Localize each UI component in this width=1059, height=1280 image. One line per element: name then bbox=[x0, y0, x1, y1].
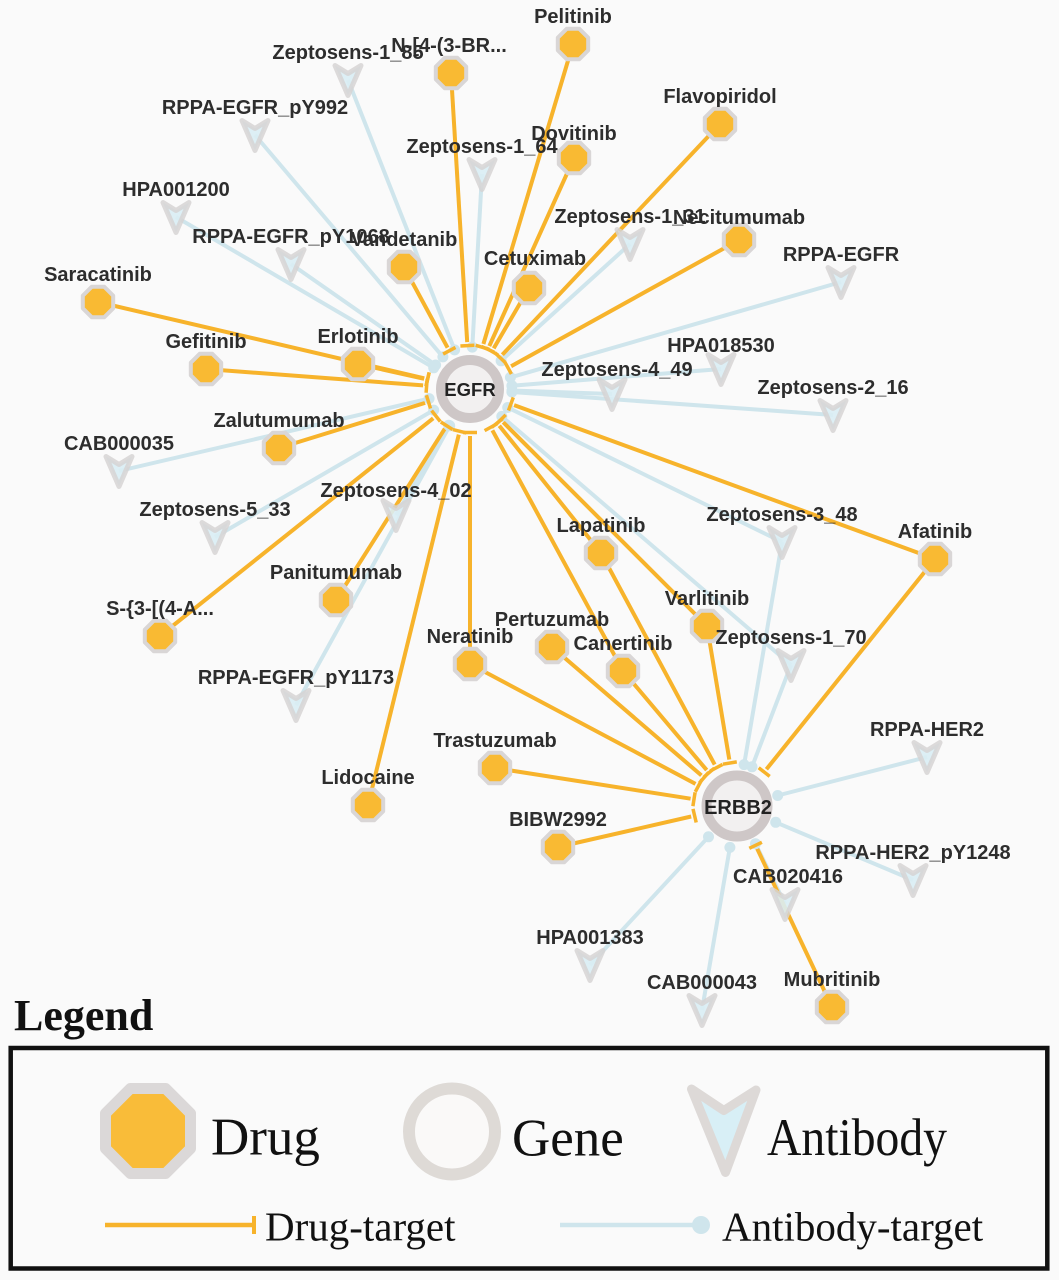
svg-text:RPPA-EGFR_pY1173: RPPA-EGFR_pY1173 bbox=[198, 667, 394, 689]
svg-text:Zeptosens-1_31: Zeptosens-1_31 bbox=[554, 206, 705, 228]
svg-text:Gene: Gene bbox=[512, 1110, 624, 1168]
svg-text:CAB000043: CAB000043 bbox=[647, 972, 757, 994]
svg-text:Trastuzumab: Trastuzumab bbox=[433, 730, 556, 752]
svg-text:Antibody: Antibody bbox=[767, 1109, 947, 1167]
svg-text:HPA018530: HPA018530 bbox=[667, 335, 774, 357]
svg-text:Zeptosens-5_33: Zeptosens-5_33 bbox=[139, 499, 290, 521]
svg-text:Saracatinib: Saracatinib bbox=[44, 264, 152, 286]
svg-text:Antibody-target: Antibody-target bbox=[722, 1204, 984, 1250]
svg-text:Pelitinib: Pelitinib bbox=[534, 6, 612, 28]
svg-text:Gefitinib: Gefitinib bbox=[165, 331, 246, 353]
svg-text:RPPA-EGFR: RPPA-EGFR bbox=[783, 244, 900, 266]
svg-text:Zeptosens-1_64: Zeptosens-1_64 bbox=[406, 136, 558, 158]
svg-text:Zeptosens-1_70: Zeptosens-1_70 bbox=[715, 627, 866, 649]
svg-text:Lapatinib: Lapatinib bbox=[557, 515, 646, 537]
svg-text:Mubritinib: Mubritinib bbox=[784, 969, 881, 991]
svg-text:Zeptosens-4_02: Zeptosens-4_02 bbox=[320, 480, 471, 502]
svg-text:Legend: Legend bbox=[14, 991, 153, 1040]
svg-text:N-[4-(3-BR...: N-[4-(3-BR... bbox=[391, 35, 507, 57]
svg-text:Drug: Drug bbox=[211, 1109, 320, 1167]
svg-text:Flavopiridol: Flavopiridol bbox=[663, 86, 776, 108]
svg-text:HPA001200: HPA001200 bbox=[122, 179, 229, 201]
svg-text:HPA001383: HPA001383 bbox=[536, 927, 643, 949]
svg-text:Pertuzumab: Pertuzumab bbox=[495, 609, 609, 631]
svg-text:Zeptosens-2_16: Zeptosens-2_16 bbox=[757, 377, 908, 399]
svg-text:S-{3-[(4-A...: S-{3-[(4-A... bbox=[106, 598, 214, 620]
svg-text:RPPA-HER2: RPPA-HER2 bbox=[870, 719, 984, 741]
svg-text:Canertinib: Canertinib bbox=[574, 633, 673, 655]
svg-text:Erlotinib: Erlotinib bbox=[317, 326, 398, 348]
svg-text:BIBW2992: BIBW2992 bbox=[509, 809, 607, 831]
svg-text:Varlitinib: Varlitinib bbox=[665, 588, 749, 610]
svg-text:Zalutumumab: Zalutumumab bbox=[213, 410, 344, 432]
svg-text:Cetuximab: Cetuximab bbox=[484, 248, 586, 270]
svg-text:RPPA-EGFR_pY1068: RPPA-EGFR_pY1068 bbox=[192, 226, 389, 248]
svg-text:Necitumumab: Necitumumab bbox=[673, 207, 805, 229]
svg-text:Dovitinib: Dovitinib bbox=[531, 123, 617, 145]
svg-text:EGFR: EGFR bbox=[444, 379, 495, 400]
svg-text:CAB020416: CAB020416 bbox=[733, 866, 843, 888]
svg-text:CAB000035: CAB000035 bbox=[64, 433, 174, 455]
svg-text:RPPA-EGFR_pY992: RPPA-EGFR_pY992 bbox=[162, 97, 348, 119]
svg-text:Zeptosens-1_85: Zeptosens-1_85 bbox=[272, 42, 423, 64]
svg-text:Zeptosens-4_49: Zeptosens-4_49 bbox=[541, 359, 692, 381]
svg-text:Neratinib: Neratinib bbox=[427, 626, 514, 648]
svg-text:Afatinib: Afatinib bbox=[898, 521, 972, 543]
svg-text:Zeptosens-3_48: Zeptosens-3_48 bbox=[706, 504, 857, 526]
svg-text:Vandetanib: Vandetanib bbox=[351, 229, 458, 251]
svg-text:RPPA-HER2_pY1248: RPPA-HER2_pY1248 bbox=[815, 842, 1010, 864]
svg-text:Drug-target: Drug-target bbox=[265, 1204, 456, 1250]
svg-text:ERBB2: ERBB2 bbox=[704, 797, 772, 819]
svg-text:Panitumumab: Panitumumab bbox=[270, 562, 402, 584]
svg-text:Lidocaine: Lidocaine bbox=[321, 767, 414, 789]
